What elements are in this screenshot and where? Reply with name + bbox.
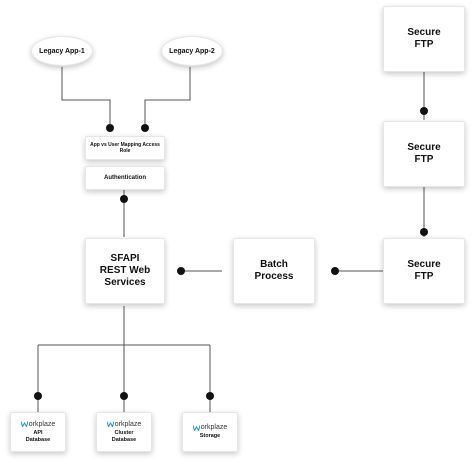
batch-line: Batch — [260, 259, 288, 270]
sfapi-line: SFAPI — [110, 253, 140, 264]
connector-dot — [206, 392, 214, 400]
mapping-node: App vs User Mapping Access Role — [85, 136, 165, 160]
cluster-database-line: Database — [111, 436, 137, 443]
legacy-app-2-label: Legacy App-2 — [169, 47, 215, 55]
api-database-node: orkplaze API Database — [10, 412, 66, 452]
connector-dot — [34, 392, 42, 400]
api-database-line: Database — [25, 436, 51, 443]
sfapi-line: REST Web — [99, 265, 151, 276]
connector-dot — [331, 267, 339, 275]
legacy-app-1-node: Legacy App-1 — [31, 36, 93, 66]
workplaze-brand-text: orkplaze — [28, 420, 56, 428]
secure-ftp-node-2: Secure FTP — [383, 121, 465, 187]
authentication-label: Authentication — [104, 174, 146, 181]
legacy-app-1-label: Legacy App-1 — [39, 47, 85, 55]
connector-dot — [120, 195, 128, 203]
mapping-label: App vs User Mapping Access Role — [90, 142, 160, 154]
secure-ftp-line: FTP — [414, 271, 434, 282]
connector-dot — [420, 228, 428, 236]
workplaze-brand-text: orkplaze — [200, 424, 228, 431]
connector-legacy2-mapping — [144, 67, 191, 128]
legacy-app-2-node: Legacy App-2 — [161, 36, 223, 66]
storage-node: orkplaze Storage — [182, 412, 238, 452]
connector-dot — [120, 392, 128, 400]
storage-line: Storage — [199, 433, 221, 439]
connector-dot — [141, 124, 149, 132]
workplaze-logo: orkplaze — [20, 420, 56, 428]
secure-ftp-line: FTP — [414, 39, 434, 50]
sfapi-line: Services — [104, 277, 146, 288]
cluster-database-node: orkplaze Cluster Database — [96, 412, 152, 452]
workplaze-logo: orkplaze — [192, 424, 228, 431]
connector-dot — [420, 107, 428, 115]
authentication-node: Authentication — [85, 166, 165, 190]
api-database-line: API — [33, 429, 43, 436]
batch-process-node: Batch Process — [233, 238, 315, 304]
connector-legacy1-mapping — [61, 67, 111, 128]
connector-dot — [177, 267, 185, 275]
workplaze-brand-text: orkplaze — [114, 420, 142, 428]
secure-ftp-node-1: Secure FTP — [383, 6, 465, 72]
batch-line: Process — [254, 271, 294, 282]
sfapi-node: SFAPI REST Web Services — [85, 238, 165, 304]
secure-ftp-line: FTP — [414, 154, 434, 165]
secure-ftp-line: Secure — [407, 142, 441, 153]
cluster-database-line: Cluster — [114, 429, 134, 436]
workplaze-w-icon — [20, 421, 28, 427]
secure-ftp-node-3: Secure FTP — [383, 238, 465, 304]
workplaze-w-icon — [192, 424, 200, 431]
workplaze-logo: orkplaze — [106, 420, 142, 428]
workplaze-w-icon — [106, 421, 114, 427]
secure-ftp-line: Secure — [407, 259, 441, 270]
secure-ftp-line: Secure — [407, 27, 441, 38]
connector-dot — [106, 124, 114, 132]
